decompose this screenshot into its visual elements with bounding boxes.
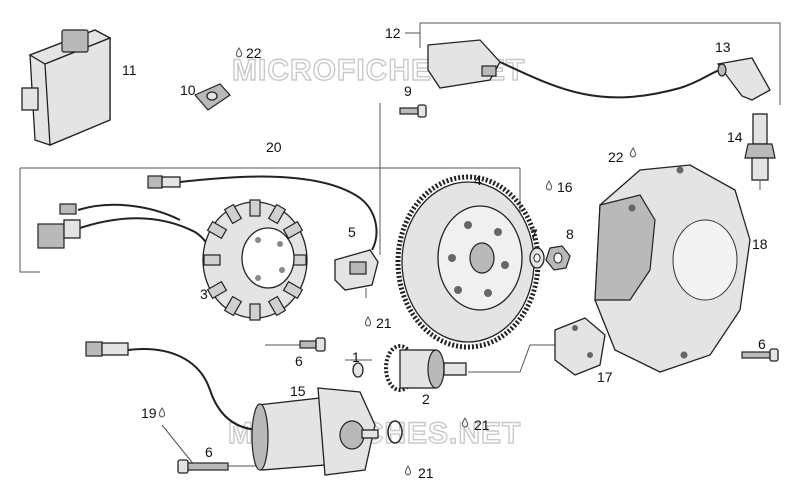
callout-7: 7 <box>530 226 538 242</box>
stator-harness <box>37 175 378 263</box>
callout-21-bottom: 21 <box>418 465 434 481</box>
screw-9 <box>399 104 427 118</box>
callout-1: 1 <box>352 349 360 365</box>
screw-6-bottom <box>177 459 229 474</box>
callout-22-cover: 22 <box>608 149 624 165</box>
callout-8: 8 <box>566 226 574 242</box>
callout-15: 15 <box>290 383 306 399</box>
callout-19: 19 <box>141 405 157 421</box>
callout-12: 12 <box>385 25 401 41</box>
flywheel <box>395 174 541 350</box>
screw-6-right <box>741 348 779 362</box>
callout-6-center: 6 <box>295 353 303 369</box>
callout-6-bottom: 6 <box>205 444 213 460</box>
screw-6-center <box>299 337 326 352</box>
callout-22-top: 22 <box>246 45 262 61</box>
washer-7 <box>529 247 545 269</box>
callout-21-middle: 21 <box>474 417 490 433</box>
callout-17: 17 <box>597 369 613 385</box>
callout-11: 11 <box>122 62 137 78</box>
grease-drop-icons <box>158 47 637 476</box>
spark-plug <box>744 113 776 190</box>
callout-14: 14 <box>727 129 743 145</box>
callout-9: 9 <box>404 83 412 99</box>
callout-18: 18 <box>752 236 768 252</box>
cover-17 <box>554 317 606 376</box>
starter-motor <box>85 341 403 476</box>
ecu-unit <box>21 29 112 146</box>
pickup-sensor <box>334 249 379 298</box>
spark-plug-cap <box>716 57 771 101</box>
rubber-grommet <box>194 83 231 111</box>
leader-lines <box>19 22 781 467</box>
callout-21-top: 21 <box>376 315 392 331</box>
flywheel-cover <box>594 164 751 373</box>
callout-3: 3 <box>200 286 208 302</box>
callout-10: 10 <box>180 82 196 98</box>
callout-16: 16 <box>557 179 573 195</box>
stator <box>202 199 308 321</box>
callout-20: 20 <box>266 139 282 155</box>
callout-2: 2 <box>422 391 430 407</box>
callout-4: 4 <box>474 172 482 188</box>
callout-6-right: 6 <box>758 336 766 352</box>
nut-8 <box>545 245 571 271</box>
callout-13: 13 <box>715 39 731 55</box>
ignition-coil <box>427 39 721 99</box>
washer-1 <box>352 362 364 378</box>
callout-labels: 1 2 3 4 5 6 6 6 7 8 9 10 11 12 13 14 15 … <box>122 25 768 481</box>
starter-drive-gear <box>384 344 467 392</box>
callout-5: 5 <box>348 224 356 240</box>
